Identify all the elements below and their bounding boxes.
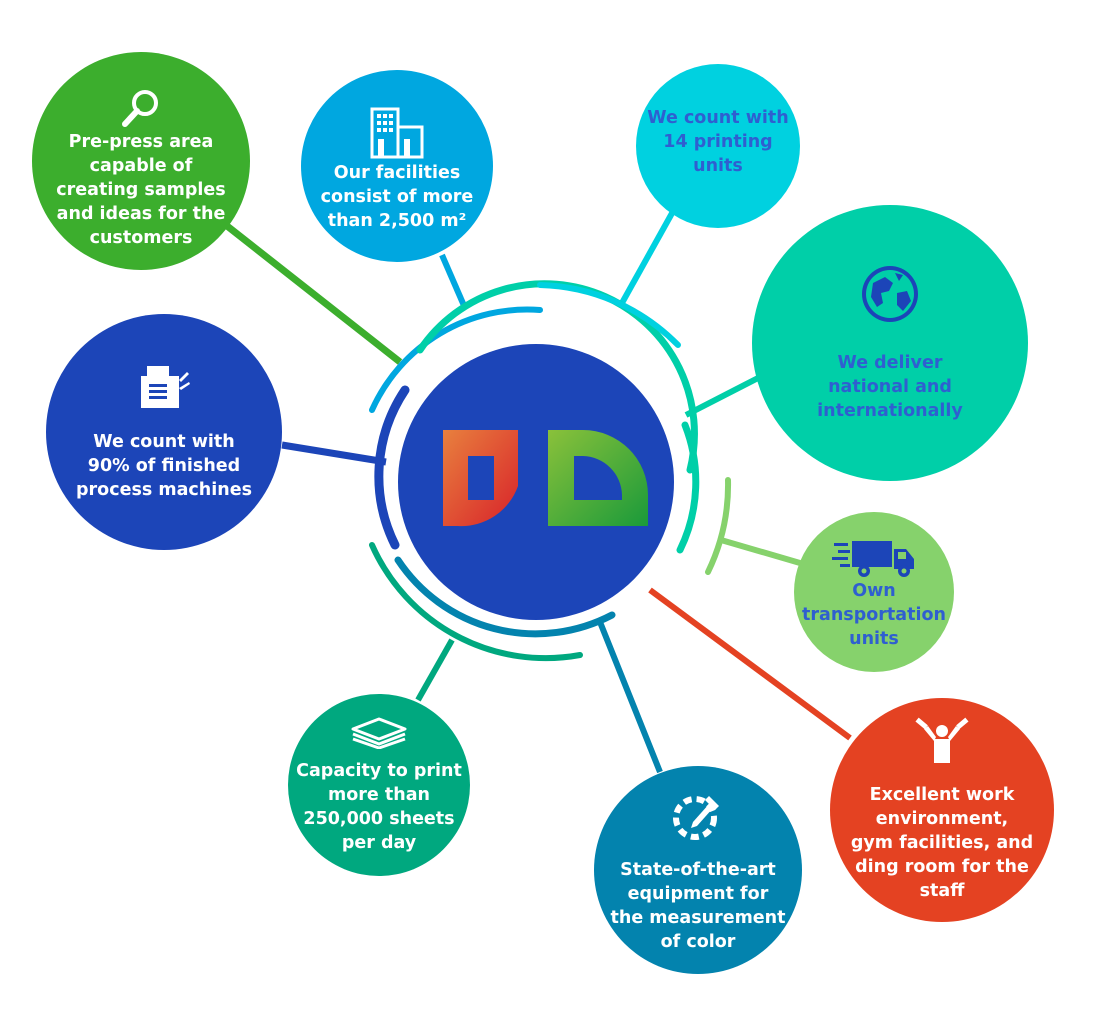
bubble-finishing-text: We count with 90% of finished process ma… bbox=[76, 432, 252, 500]
bubble-prepress-text: Pre-press area capable of creating sampl… bbox=[56, 132, 226, 248]
connector-delivery bbox=[684, 374, 762, 418]
ring-left bbox=[374, 385, 410, 550]
company-logo-icon bbox=[443, 430, 648, 527]
bubble-environment-text: Excellent work environment, gym faciliti… bbox=[850, 785, 1034, 901]
globe-icon bbox=[862, 266, 918, 322]
color-picker-icon bbox=[673, 796, 719, 840]
connector-capacity bbox=[415, 638, 455, 702]
ring-far-right bbox=[705, 477, 732, 575]
connector-prepress bbox=[219, 219, 403, 365]
connector-color bbox=[597, 620, 663, 774]
ring-right bbox=[676, 421, 700, 554]
ring-bottom-outer bbox=[369, 542, 583, 662]
bubble-capacity: Capacity to print more than 250,000 shee… bbox=[288, 694, 470, 876]
connector-facilities bbox=[439, 253, 468, 310]
bubble-finishing: We count with 90% of finished process ma… bbox=[46, 314, 282, 550]
bubble-printing: We count with 14 printing units bbox=[636, 64, 800, 228]
bubble-prepress: Pre-press area capable of creating sampl… bbox=[32, 52, 250, 270]
bubble-color-text: State-of-the-art equipment for the measu… bbox=[610, 860, 786, 952]
bubble-capacity-text: Capacity to print more than 250,000 shee… bbox=[296, 761, 462, 853]
magnifier-icon bbox=[122, 90, 158, 127]
connector-transport bbox=[720, 537, 801, 566]
ring-top-outer bbox=[369, 306, 543, 413]
bubble-transport-text: Own transportation units bbox=[802, 581, 946, 649]
ring-bottom-inner bbox=[394, 556, 616, 638]
bubble-environment: Excellent work environment, gym faciliti… bbox=[830, 698, 1054, 922]
bubble-transport: Own transportation units bbox=[794, 512, 954, 672]
paper-stack-icon bbox=[351, 717, 407, 749]
gym-person-icon bbox=[915, 717, 969, 763]
building-icon bbox=[370, 107, 424, 159]
ring-top-right bbox=[537, 282, 681, 348]
truck-icon bbox=[832, 541, 914, 577]
bubble-color: State-of-the-art equipment for the measu… bbox=[594, 766, 802, 974]
bubble-facilities-text: Our facilities consist of more than 2,50… bbox=[320, 163, 474, 231]
bubble-delivery: We deliver national and internationally bbox=[752, 205, 1028, 481]
hub-circle bbox=[398, 344, 674, 620]
bubble-facilities: Our facilities consist of more than 2,50… bbox=[301, 70, 493, 262]
connector-environment bbox=[648, 587, 852, 741]
connector-printing bbox=[619, 204, 679, 305]
bubble-delivery-text: We deliver national and internationally bbox=[817, 353, 963, 421]
bubble-printing-text: We count with 14 printing units bbox=[647, 108, 789, 176]
connector-finishing bbox=[281, 441, 387, 466]
copier-icon bbox=[141, 366, 190, 408]
